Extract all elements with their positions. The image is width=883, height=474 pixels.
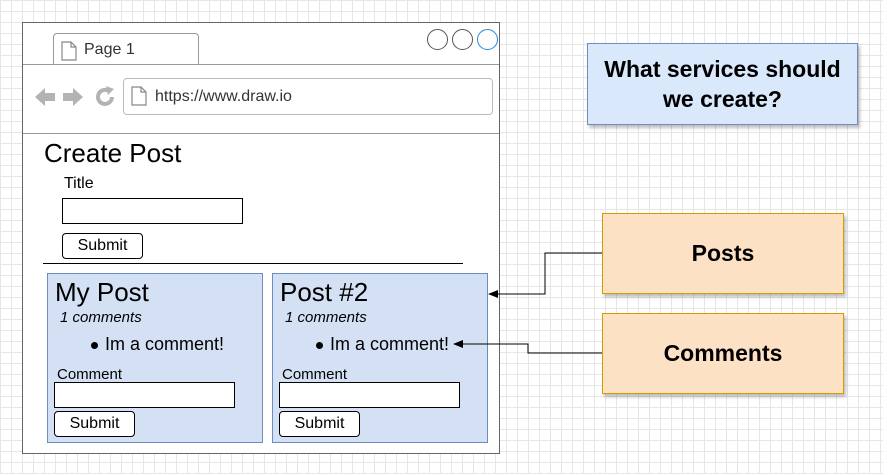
comments-connector-arrow — [453, 340, 602, 354]
title-input[interactable] — [62, 198, 243, 224]
browser-tab[interactable]: Page 1 — [53, 33, 199, 65]
comment-submit-button[interactable]: Submit — [279, 411, 360, 437]
nav-bar-divider — [23, 133, 499, 134]
post-card: My Post 1 comments Im a comment! Comment… — [47, 273, 263, 443]
posts-connector-arrow — [488, 252, 602, 298]
window-control-circle[interactable] — [427, 29, 448, 50]
page-icon — [131, 86, 147, 106]
comment-input[interactable] — [54, 382, 235, 408]
address-bar[interactable]: https://www.draw.io — [123, 78, 493, 115]
question-box: What services should we create? — [587, 43, 858, 125]
back-arrow-icon[interactable] — [33, 85, 57, 109]
comment-input[interactable] — [279, 382, 460, 408]
page-icon — [61, 41, 77, 61]
create-post-heading: Create Post — [44, 138, 182, 168]
window-control-circle[interactable] — [477, 29, 498, 50]
window-control-circle[interactable] — [452, 29, 473, 50]
reload-icon[interactable] — [93, 85, 117, 109]
bullet-icon — [316, 342, 323, 349]
comment-count: 1 comments — [60, 309, 142, 326]
comments-service-box: Comments — [602, 313, 844, 394]
comment-count: 1 comments — [285, 309, 367, 326]
post-title: Post #2 — [280, 277, 369, 307]
forward-arrow-icon[interactable] — [61, 85, 85, 109]
url-text: https://www.draw.io — [155, 88, 292, 105]
tab-label: Page 1 — [84, 41, 135, 58]
browser-window-mockup: Page 1 https://www.draw.io Create Post T… — [22, 22, 500, 454]
post-card: Post #2 1 comments Im a comment! Comment… — [272, 273, 488, 443]
comment-label: Comment — [282, 366, 348, 383]
comment-label: Comment — [57, 366, 123, 383]
post-title: My Post — [55, 277, 149, 307]
comment-item: Im a comment! — [105, 334, 225, 354]
section-divider — [43, 263, 463, 264]
title-label: Title — [64, 175, 94, 192]
create-post-submit-button[interactable]: Submit — [62, 233, 143, 259]
comment-item: Im a comment! — [330, 334, 450, 354]
tab-bar-divider — [23, 64, 499, 65]
comment-submit-button[interactable]: Submit — [54, 411, 135, 437]
bullet-icon — [91, 342, 98, 349]
posts-service-box: Posts — [602, 213, 844, 294]
